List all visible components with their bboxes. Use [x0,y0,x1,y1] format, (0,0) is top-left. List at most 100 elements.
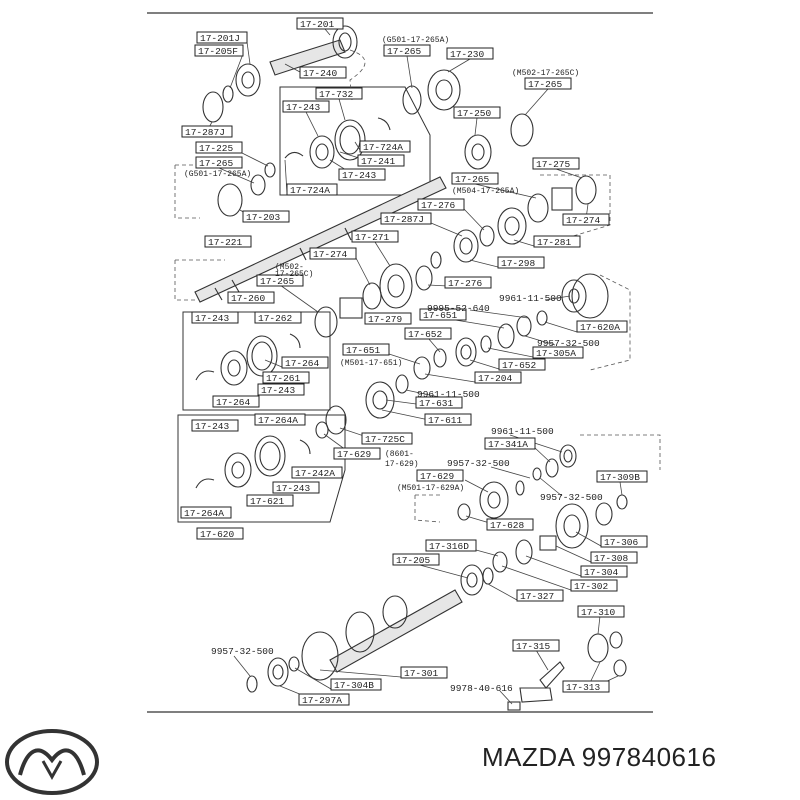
callout-label-text: 17-265 [199,158,234,169]
callout-label-text: 17-243 [342,170,377,181]
callout-label-text: 17-309B [600,472,640,483]
callout-label: 17-327 [516,589,564,602]
callout-label: 17-629 [416,469,464,482]
callout-label: 17-265 [256,274,304,287]
callout-label-text: 17-297A [302,695,342,706]
callout-label-text: 17-341A [488,439,528,450]
callout-label: 17-724A [359,140,411,153]
part-number-labels: 9961-11-5009995-52-6409957-32-5009961-11… [211,293,603,694]
callout-label-text: 17-725C [365,434,405,445]
callout-label-text: 17-724A [290,185,330,196]
callout-label: 17-264 [212,395,260,408]
callout-label-text: 17-274 [566,215,601,226]
callout-label-text: 17-230 [450,49,485,60]
callout-label-text: 17-287J [185,127,225,138]
callout-label: 17-243 [282,100,330,113]
callout-label-text: 17-260 [231,293,266,304]
callout-label: 17-225 [195,141,243,154]
callout-label: 17-274 [309,247,357,260]
callout-label: 17-205 [392,553,440,566]
callout-label: 17-261 [262,371,310,384]
callout-label-text: 17-241 [361,156,396,167]
callout-label: 17-310 [577,605,625,618]
dashed-outline-3 [174,259,225,301]
callout-label-text: 17-628 [490,520,525,531]
callout-label-text: 17-203 [246,212,281,223]
callout-label: 17-620 [196,527,244,540]
callout-label: 17-287J [380,212,432,225]
callout-label: 17-243 [191,311,239,324]
callout-label-text: 17-205F [198,46,238,57]
callout-label-text: 17-261 [266,373,301,384]
part-number-text: 9961-11-500 [417,389,480,400]
callout-label-text: 17-629 [337,449,372,460]
callout-label: 17-201J [196,31,248,44]
callout-label: 17-305A [532,346,584,359]
alternate-number-notes: (G501-17-265A)(M502-17-265C)(G501-17-265… [184,36,579,493]
callout-label: 17-611 [424,413,472,426]
alternate-number-text: (G501-17-265A) [382,36,449,45]
callout-label: 17-275 [532,157,580,170]
callout-label-text: 17-271 [355,232,390,243]
callout-label: 17-276 [417,198,465,211]
callout-label: 17-297A [298,693,350,706]
alternate-number-text: (M501-17-651) [340,359,402,368]
callout-label-text: 17-316D [429,541,469,552]
part-number-text: 9957-32-500 [540,492,603,503]
callout-label-text: 17-732 [319,89,354,100]
callout-label-text: 17-304B [334,680,374,691]
callout-label: 17-308 [590,551,638,564]
callout-label-text: 17-262 [258,313,293,324]
callout-label-text: 17-276 [421,200,456,211]
callout-label: 17-724A [286,183,338,196]
alternate-number-text: (M502- [275,263,304,272]
mazda-logo [5,729,99,795]
callout-label: 17-271 [351,230,399,243]
callout-label: 17-652 [498,358,546,371]
callout-label-text: 17-298 [501,258,536,269]
callout-label: 17-264A [180,506,232,519]
callout-label-text: 17-620A [580,322,620,333]
callout-label-text: 17-287J [384,214,424,225]
callout-label-text: 17-652 [408,329,443,340]
callout-label-text: 17-265 [260,276,295,287]
callout-label-text: 17-313 [566,682,601,693]
callout-label-text: 17-243 [286,102,321,113]
callout-label-text: 17-265 [387,46,422,57]
callout-label-text: 17-621 [250,496,285,507]
callout-label-text: 17-201J [200,33,240,44]
callout-label: 17-313 [562,680,610,693]
callout-label: 17-302 [570,579,618,592]
callout-label: 17-276 [444,276,492,289]
callout-label: 17-304 [580,565,628,578]
countershaft [301,589,463,681]
callout-label-text: 17-242A [295,468,335,479]
dashed-outline-1 [349,49,366,101]
dashed-outline-7 [580,434,661,470]
callout-label: 17-341A [484,437,536,450]
callout-label: 17-651 [419,308,467,321]
callout-label-text: 17-631 [419,398,454,409]
callout-label: 17-204 [474,371,522,384]
callout-label-text: 17-275 [536,159,571,170]
callout-label: 17-304B [330,678,382,691]
callout-label-text: 17-205 [396,555,431,566]
callout-label-text: 17-327 [520,591,554,602]
callout-label-text: 17-620 [200,529,235,540]
alternate-number-text: (G501-17-265A) [184,170,251,179]
alternate-number-text: (8601- [385,450,414,459]
callout-label-text: 17-274 [313,249,348,260]
callout-label-text: 17-265 [528,79,563,90]
callout-label: 17-260 [227,291,275,304]
callout-label: 17-243 [191,419,239,432]
callout-label: 17-221 [204,235,252,248]
main-shaft [194,176,447,303]
callout-label: 17-243 [338,168,386,181]
brand-part-number: MAZDA 997840616 [482,742,717,772]
callout-label-text: 17-629 [420,471,455,482]
dashed-outline-6 [414,494,441,523]
callout-label-text: 17-306 [604,537,639,548]
callout-label: 17-287J [181,125,233,138]
